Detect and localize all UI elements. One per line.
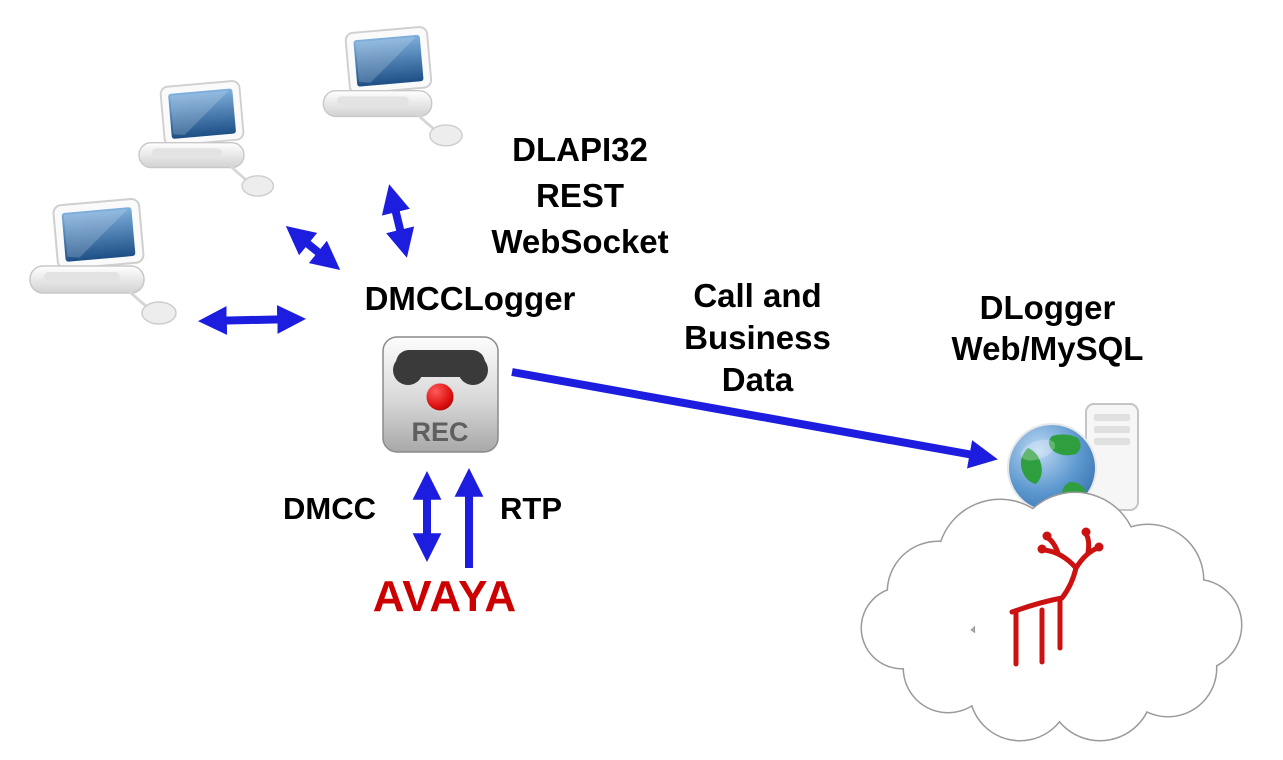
call-data-line-3: Data	[721, 361, 794, 398]
call-business-data-label: Call and Business Data	[640, 275, 875, 401]
arrow-call-business-data	[511, 368, 998, 469]
rec-icon-label: REC	[411, 417, 468, 447]
arrow-laptop-middle-dmcclogger	[285, 225, 341, 271]
client-laptop-middle-icon	[137, 79, 275, 198]
dlogger-label: DLogger Web/MySQL	[915, 287, 1180, 369]
arrow-laptop-left-dmcclogger	[198, 305, 306, 335]
call-data-line-1: Call and	[693, 277, 822, 314]
rtp-protocol-label: RTP	[500, 491, 562, 526]
record-dot-icon	[425, 382, 455, 412]
api-protocols-label: DLAPI32 REST WebSocket	[430, 127, 730, 265]
connection-arrows	[198, 184, 998, 568]
call-data-line-2: Business	[684, 319, 831, 356]
avaya-logo: AVAYA	[372, 572, 518, 621]
call-recorder-rec-icon: REC	[382, 336, 499, 453]
arrow-laptop-top-dmcclogger	[381, 184, 415, 258]
api-line-3: WebSocket	[491, 223, 669, 260]
api-line-2: REST	[535, 177, 624, 214]
dlogger-line-1: DLogger	[979, 289, 1116, 326]
dlogger-line-2: Web/MySQL	[951, 330, 1144, 367]
moose-line-art-icon	[1009, 527, 1104, 667]
dmcc-protocol-label: DMCC	[283, 491, 376, 526]
dmcclogger-label: DMCCLogger	[364, 280, 576, 317]
client-laptop-left-icon	[28, 196, 178, 326]
api-line-1: DLAPI32	[512, 131, 648, 168]
cloud-shape	[860, 491, 1243, 742]
